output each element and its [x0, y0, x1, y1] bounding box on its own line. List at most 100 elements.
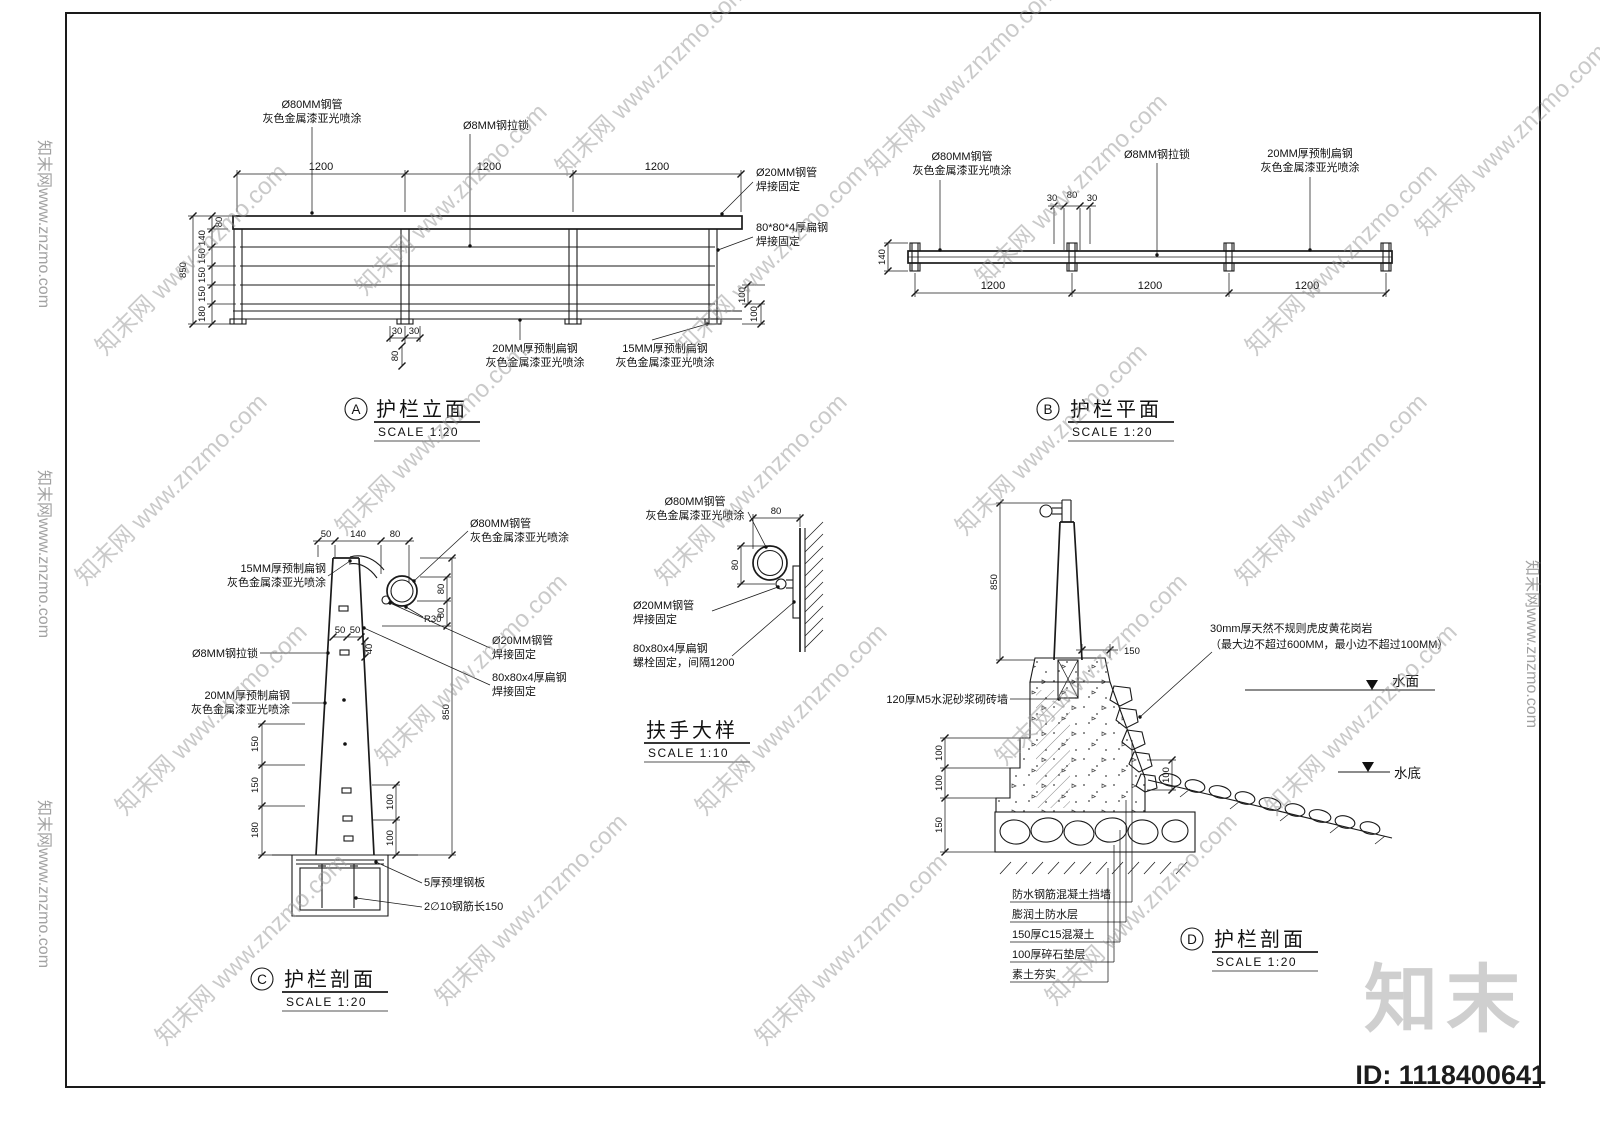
- b-label-flat20-coat: 灰色金属漆亚光喷涂: [1261, 160, 1360, 174]
- d-dim-150: 150: [934, 817, 945, 833]
- sheet-border: [65, 12, 1541, 1088]
- d-label-c15: 150厚C15混凝土: [1012, 927, 1095, 941]
- a-label-pipe20-weld: 焊接固定: [756, 179, 800, 193]
- b-label-pipe80-coat: 灰色金属漆亚光喷涂: [913, 163, 1012, 177]
- b-dim-span3: 1200: [1295, 280, 1319, 292]
- h-title: 扶手大样: [646, 719, 738, 742]
- d-label-gravel: 100厚碎石垫层: [1012, 947, 1085, 961]
- a-dim-100a: 100: [737, 287, 748, 303]
- znzmo-logo: 知末: [1364, 958, 1528, 1041]
- c-dim-80b: 80: [436, 608, 447, 619]
- d-label-soil: 素土夯实: [1012, 967, 1056, 981]
- a-dim-30b: 30: [409, 326, 420, 337]
- c-label-rebar: 2∅10钢筋长150: [424, 899, 503, 913]
- a-dim-30a: 30: [392, 326, 403, 337]
- c-title: 护栏剖面: [284, 968, 376, 991]
- view-d-section: 850 150: [886, 498, 1448, 983]
- b-label-cable: Ø8MM钢拉锁: [1124, 147, 1190, 161]
- b-title: 护栏平面: [1070, 398, 1162, 421]
- h-dim-80left: 80: [730, 560, 741, 571]
- a-label-pipe80: Ø80MM钢管: [281, 97, 342, 111]
- c-label-plate5: 5厚预埋钢板: [424, 875, 485, 889]
- h-label-pipe80-coat: 灰色金属漆亚光喷涂: [646, 508, 745, 522]
- c-label-pipe20: Ø20MM钢管: [492, 633, 553, 647]
- d-title-letter: D: [1187, 932, 1197, 947]
- c-dim-180: 180: [250, 822, 261, 838]
- c-label-r30: R30: [424, 614, 441, 625]
- c-label-pipe80: Ø80MM钢管: [470, 516, 531, 530]
- a-dim-150c: 150: [197, 286, 208, 302]
- a-label-flat15-coat: 灰色金属漆亚光喷涂: [616, 355, 715, 369]
- d-label-bentonite: 膨润土防水层: [1012, 907, 1078, 921]
- b-dim-span1: 1200: [981, 280, 1005, 292]
- c-label-flat15: 15MM厚预制扁钢: [240, 562, 326, 575]
- c-dim-50b: 50: [350, 625, 361, 636]
- a-title-letter: A: [351, 402, 360, 417]
- b-label-flat20: 20MM厚预制扁钢: [1267, 147, 1353, 160]
- b-label-pipe80: Ø80MM钢管: [931, 149, 992, 163]
- a-dim-span2: 1200: [477, 161, 501, 173]
- view-handrail-detail: 80 80 Ø80MM钢管 灰色金属漆亚光喷涂 Ø20MM钢管 焊接固定 80x…: [633, 494, 824, 763]
- d-dim-100c: 100: [1161, 767, 1172, 783]
- d-label-brick: 120厚M5水泥砂浆砌砖墙: [886, 692, 1008, 706]
- b-dim-80: 80: [1067, 190, 1078, 201]
- a-scale: SCALE 1:20: [378, 425, 459, 439]
- h-label-bolt: 螺栓固定，间隔1200: [633, 655, 734, 669]
- c-label-pipe80-coat: 灰色金属漆亚光喷涂: [470, 530, 569, 544]
- a-label-flat-star-weld: 焊接固定: [756, 234, 800, 248]
- c-dim-100b: 100: [385, 830, 396, 846]
- a-label-pipe80-coat: 灰色金属漆亚光喷涂: [263, 111, 362, 125]
- c-label-flatx: 80x80x4厚扁钢: [492, 671, 567, 684]
- view-a-elevation: 1200 1200 1200 80 140 150 150 150 180 85…: [178, 97, 828, 442]
- d-label-granite2: （最大边不超过600MM，最小边不超过100MM）: [1210, 637, 1448, 651]
- h-scale: SCALE 1:10: [648, 746, 729, 760]
- c-label-cable: Ø8MM钢拉锁: [192, 646, 258, 660]
- h-label-pipe80: Ø80MM钢管: [664, 494, 725, 508]
- b-dim-span2: 1200: [1138, 280, 1162, 292]
- c-dim-140: 140: [350, 529, 366, 540]
- a-dim-80: 80: [214, 217, 225, 228]
- a-label-flat-star: 80*80*4厚扁钢: [756, 221, 828, 234]
- b-title-letter: B: [1043, 402, 1052, 417]
- c-dim-50a: 50: [335, 625, 346, 636]
- c-dim-50: 50: [321, 529, 332, 540]
- c-label-flat15-coat: 灰色金属漆亚光喷涂: [227, 575, 326, 589]
- a-dim-150a: 150: [197, 248, 208, 264]
- h-label-pipe20: Ø20MM钢管: [633, 598, 694, 612]
- view-c-section: 50 140 80 80 80 R30 50 50 40 15MM厚预制扁钢 灰…: [191, 516, 569, 1012]
- d-dim-100a: 100: [934, 745, 945, 761]
- h-dim-80top: 80: [771, 506, 782, 517]
- a-label-flat20: 20MM厚预制扁钢: [492, 342, 578, 355]
- b-dim-140: 140: [877, 249, 888, 265]
- a-title: 护栏立面: [376, 398, 468, 421]
- c-dim-850: 850: [441, 704, 452, 720]
- a-dim-span1: 1200: [309, 161, 333, 173]
- a-dim-100b: 100: [749, 306, 760, 322]
- a-dim-80base: 80: [390, 351, 401, 362]
- view-b-plan: 30 80 30 140 1200 1200 1200 Ø80MM钢管 灰色金属…: [877, 147, 1393, 442]
- d-label-rcwall: 防水钢筋混凝土挡墙: [1012, 887, 1111, 901]
- c-dim-80a: 80: [436, 584, 447, 595]
- c-title-letter: C: [257, 972, 267, 987]
- image-id-label: ID: 1118400641: [1355, 1060, 1546, 1090]
- h-label-pipe20-weld: 焊接固定: [633, 612, 677, 626]
- c-dim-150a: 150: [250, 736, 261, 752]
- d-label-granite1: 30mm厚天然不规则虎皮黄花岗岩: [1210, 621, 1373, 635]
- b-scale: SCALE 1:20: [1072, 425, 1153, 439]
- c-dim-40: 40: [364, 644, 375, 655]
- b-dim-30b: 30: [1087, 193, 1098, 204]
- d-dim-150cap: 150: [1124, 646, 1140, 657]
- c-label-flatx-weld: 焊接固定: [492, 684, 536, 698]
- c-label-flat20-coat: 灰色金属漆亚光喷涂: [191, 702, 290, 716]
- a-label-flat20-coat: 灰色金属漆亚光喷涂: [486, 355, 585, 369]
- d-dim-850: 850: [989, 574, 1000, 590]
- d-label-water-surface: 水面: [1392, 674, 1419, 689]
- a-label-pipe20: Ø20MM钢管: [756, 165, 817, 179]
- d-scale: SCALE 1:20: [1216, 955, 1297, 969]
- d-dim-100b: 100: [934, 775, 945, 791]
- a-label-flat15: 15MM厚预制扁钢: [622, 342, 708, 355]
- h-label-flatx: 80x80x4厚扁钢: [633, 642, 708, 655]
- a-dim-150b: 150: [197, 267, 208, 283]
- d-title: 护栏剖面: [1214, 928, 1306, 951]
